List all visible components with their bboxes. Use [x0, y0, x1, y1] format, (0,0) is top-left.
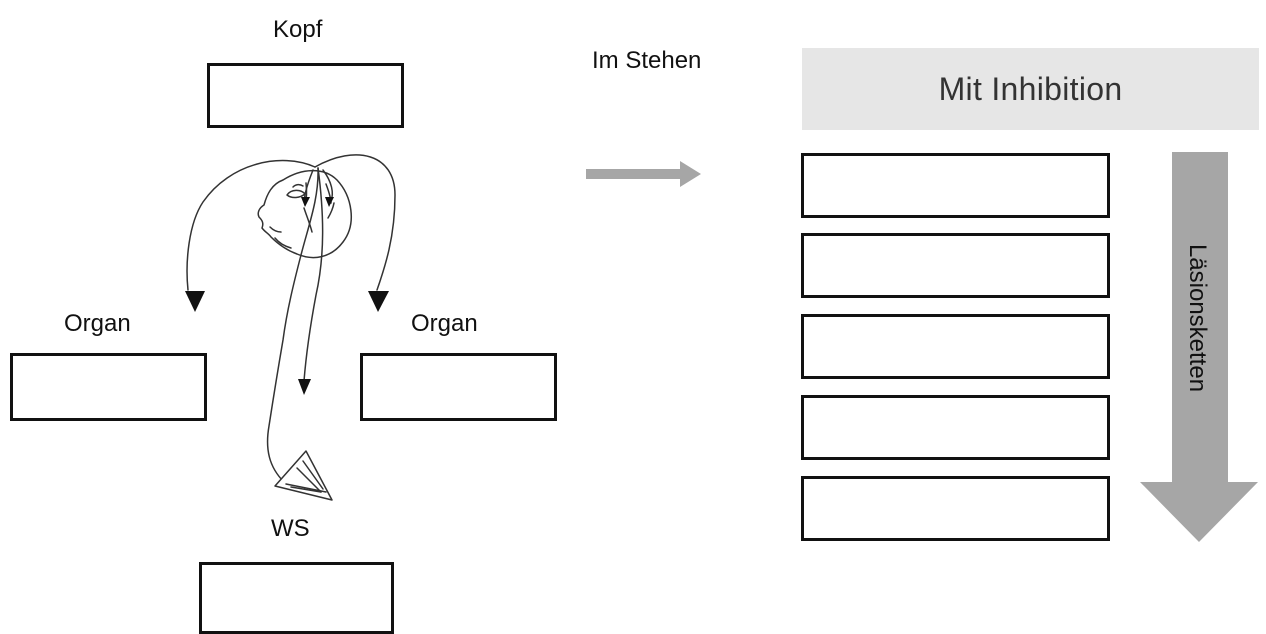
organ-right-label: Organ [411, 310, 478, 337]
ws-label: WS [271, 515, 310, 542]
ws-box [199, 562, 394, 634]
im-stehen-label: Im Stehen [592, 47, 702, 74]
organ-right-box [360, 353, 557, 421]
laesion-box-3 [801, 314, 1110, 379]
down-arrow-icon [1140, 152, 1258, 542]
organ-left-box [10, 353, 207, 421]
laesion-box-1 [801, 153, 1110, 218]
laesion-box-2 [801, 233, 1110, 298]
mit-inhibition-header: Mit Inhibition [802, 48, 1259, 130]
laesion-box-5 [801, 476, 1110, 541]
laesionsketten-label: Läsionsketten [1184, 243, 1211, 393]
head-sketch-icon [175, 150, 405, 505]
right-arrow-icon [586, 160, 701, 188]
kopf-box [207, 63, 404, 128]
laesion-box-4 [801, 395, 1110, 460]
organ-left-label: Organ [64, 310, 131, 337]
kopf-label: Kopf [273, 16, 323, 43]
